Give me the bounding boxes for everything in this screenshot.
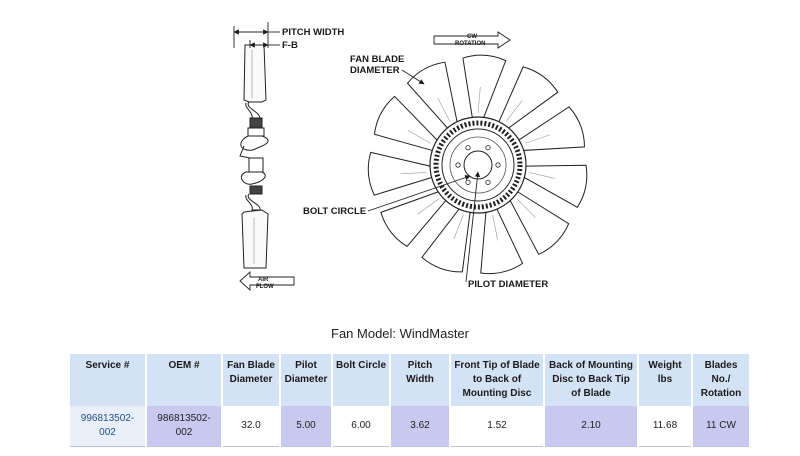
header-weight: Weight lbs	[638, 354, 693, 406]
bolt-hole	[485, 145, 491, 151]
blade-rib	[505, 100, 523, 122]
pilot-bore	[463, 150, 493, 180]
cw-label: CW	[467, 34, 477, 40]
bolt-hole	[485, 179, 491, 185]
fan-blade	[373, 95, 438, 152]
blade-rib	[400, 172, 427, 175]
bolt-hole	[495, 162, 501, 168]
fan-blade	[421, 208, 471, 273]
bolt-circle-leader	[367, 175, 471, 212]
hub-teeth-ring	[433, 120, 523, 210]
cell-blades-rotation: 11 CW	[692, 406, 751, 447]
cell-pitch-width: 3.62	[390, 406, 451, 447]
pilot-diameter-leader	[465, 171, 481, 283]
blade-rib	[453, 214, 464, 240]
blade-rib	[525, 134, 550, 144]
fan-blade-diameter-label-1: FAN BLADE	[350, 54, 404, 65]
bolt-hole	[465, 145, 471, 151]
fan-blade	[518, 106, 585, 151]
cell-front-tip-to-back-disc: 1.52	[450, 406, 545, 447]
fan-model-title: Fan Model: WindMaster	[331, 326, 469, 341]
header-service-number: Service #	[70, 354, 147, 406]
cell-pilot-diameter: 5.00	[280, 406, 333, 447]
header-back-disc-to-back-tip: Back of Mounting Disc to Back Tip of Bla…	[544, 354, 639, 406]
bolt-hole	[455, 162, 461, 168]
header-fan-blade-diameter: Fan Blade Diameter	[222, 354, 281, 406]
pilot-diameter-label: PILOT DIAMETER	[468, 279, 548, 290]
table-header-row: Service # OEM # Fan Blade Diameter Pilot…	[70, 354, 751, 406]
header-oem-number: OEM #	[146, 354, 223, 406]
blade-rib	[407, 130, 431, 144]
cell-oem-number: 986813502-002	[146, 406, 223, 447]
front-view-drawing	[367, 54, 588, 275]
header-front-tip-to-back-disc: Front Tip of Blade to Back of Mounting D…	[450, 354, 545, 406]
bolt-circle-label: BOLT CIRCLE	[303, 206, 366, 217]
fan-blade	[509, 191, 570, 255]
bolt-hole	[465, 179, 471, 185]
table-row: 996813502-002 986813502-002 32.0 5.00 6.…	[70, 406, 751, 447]
fan-blade-diameter-leader	[401, 69, 425, 85]
fan-blade	[462, 54, 507, 118]
fan-blade	[498, 66, 559, 129]
cw-rotation-arrow: CW ROTATION	[433, 31, 511, 49]
air-flow-label-1: AIR	[258, 277, 269, 283]
bolt-circle-ring	[449, 136, 507, 194]
cell-fan-blade-diameter: 32.0	[222, 406, 281, 447]
header-bolt-circle: Bolt Circle	[332, 354, 391, 406]
blade-rib	[492, 214, 499, 241]
fb-label: F-B	[282, 40, 298, 51]
fan-blade	[523, 164, 588, 209]
blade-rib	[477, 87, 481, 114]
cell-back-disc-to-back-tip: 2.10	[544, 406, 639, 447]
pitch-width-dimension	[233, 22, 280, 48]
blade-rib	[529, 172, 555, 179]
cell-service-number[interactable]: 996813502-002	[70, 406, 147, 447]
blade-rib	[417, 198, 439, 215]
pitch-width-label: PITCH WIDTH	[282, 27, 344, 38]
fan-diagram: PITCH WIDTH F-B AIR FLOW CW ROTATION FAN…	[233, 22, 588, 292]
blade-rib	[437, 98, 451, 122]
blade-rib	[517, 198, 536, 219]
fan-blade	[367, 151, 433, 196]
fan-spec-table: Service # OEM # Fan Blade Diameter Pilot…	[70, 354, 751, 447]
header-blades-rotation: Blades No./ Rotation	[692, 354, 751, 406]
cell-weight: 11.68	[638, 406, 693, 447]
air-flow-label-2: FLOW	[256, 284, 274, 290]
rotation-label: ROTATION	[455, 41, 485, 47]
header-pilot-diameter: Pilot Diameter	[280, 354, 333, 406]
side-view-drawing	[239, 44, 269, 269]
header-pitch-width: Pitch Width	[390, 354, 451, 406]
air-flow-arrow: AIR FLOW	[239, 270, 295, 292]
fan-blade-diameter-label-2: DIAMETER	[350, 65, 400, 76]
fan-blade	[480, 208, 524, 275]
cell-bolt-circle: 6.00	[332, 406, 391, 447]
